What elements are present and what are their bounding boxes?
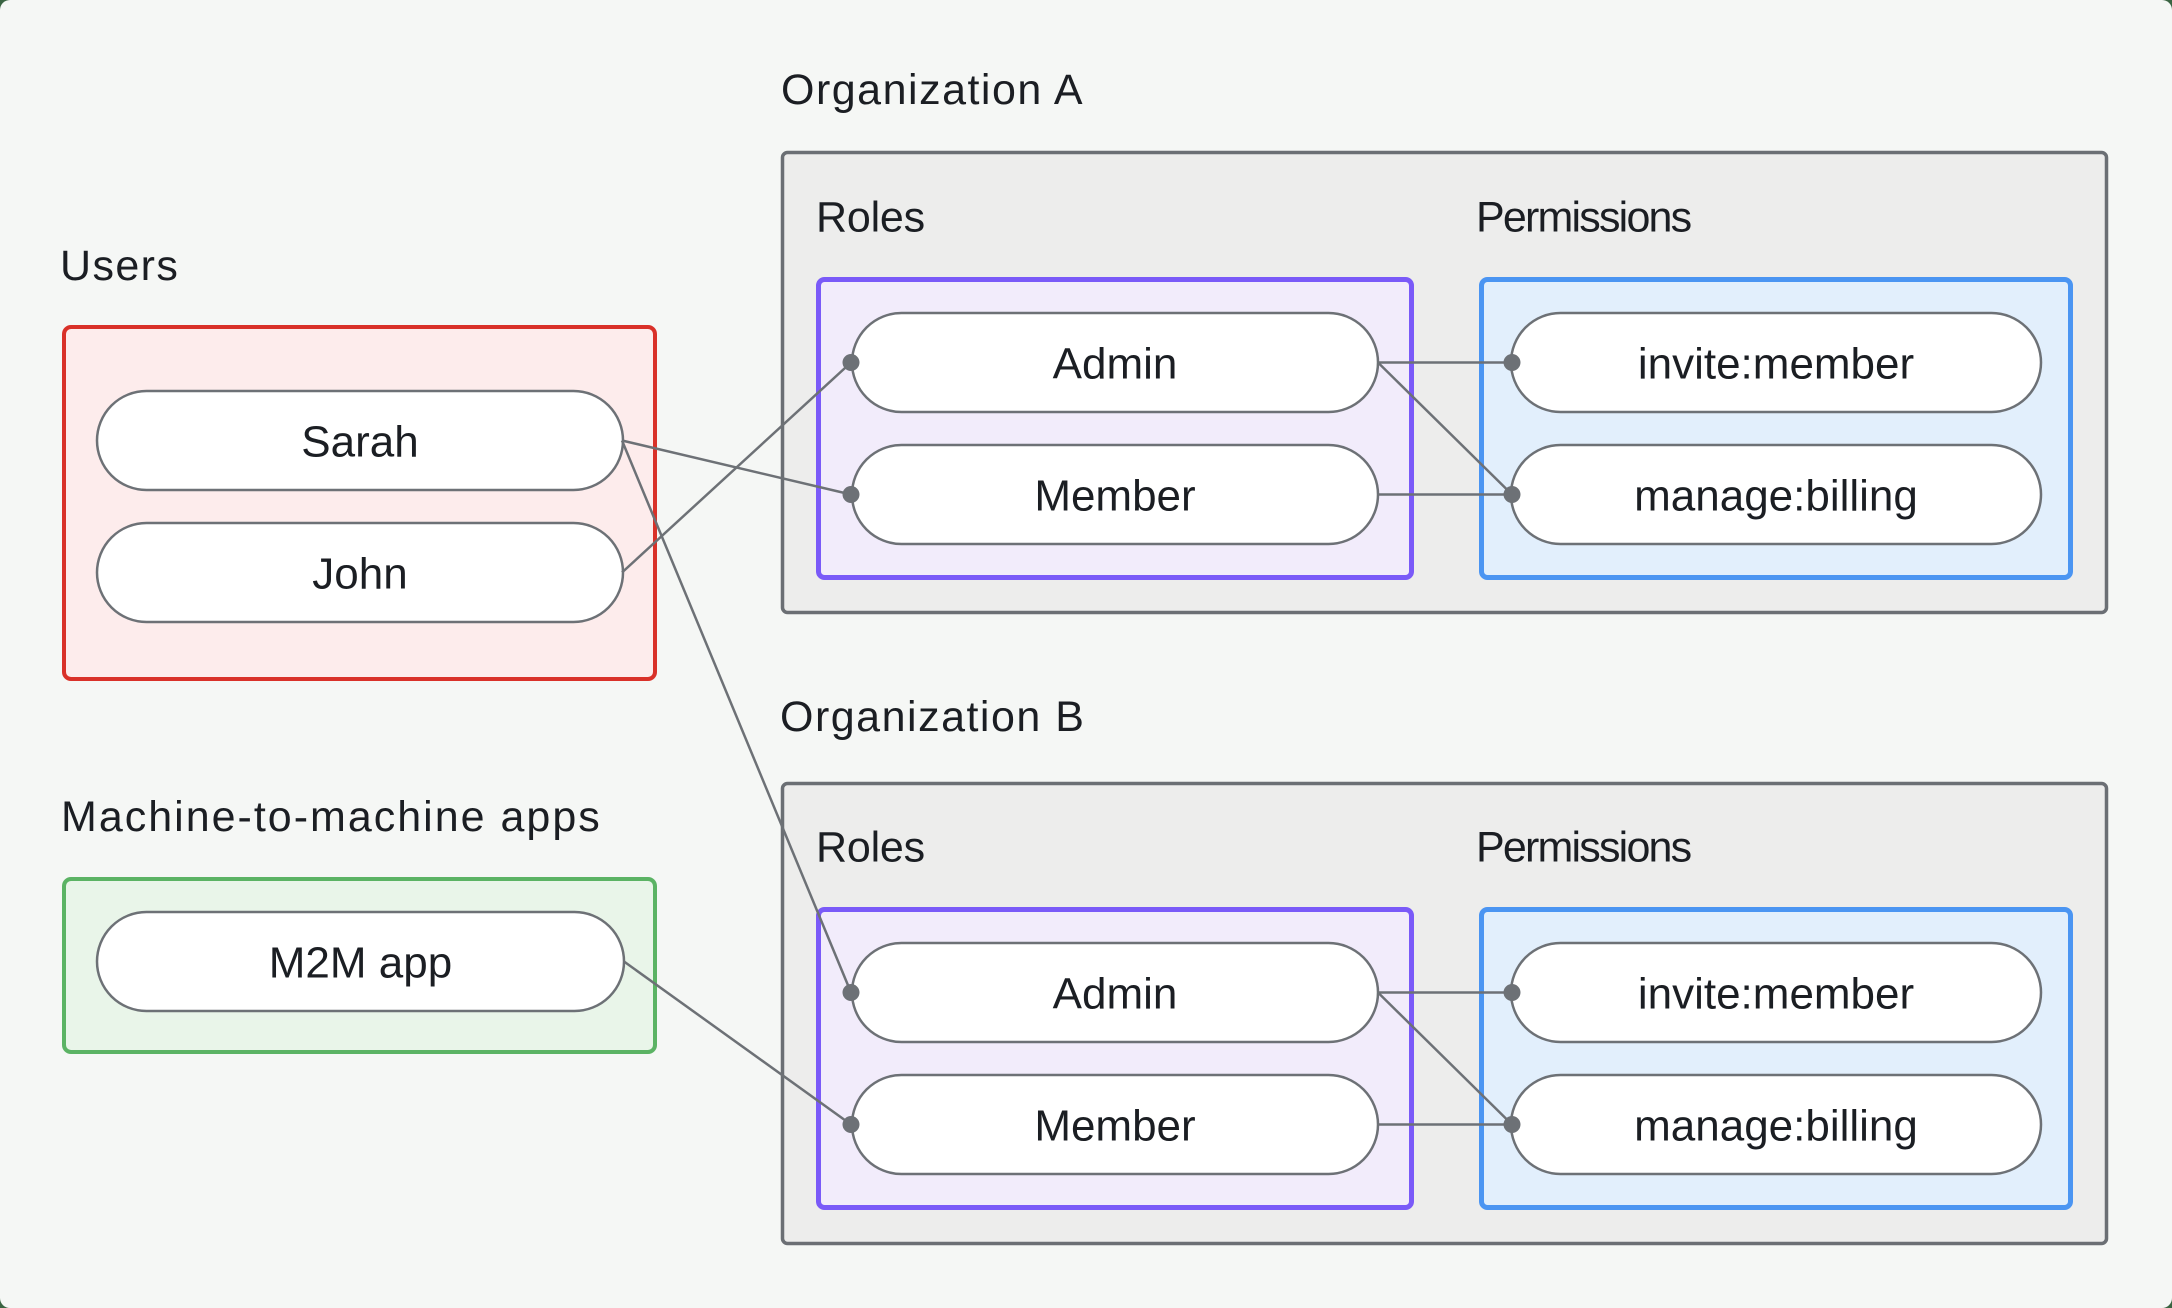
svg-text:Member: Member (1034, 472, 1195, 521)
svg-text:John: John (312, 550, 407, 599)
svg-text:Sarah: Sarah (301, 418, 418, 467)
svg-text:manage:billing: manage:billing (1634, 472, 1918, 521)
svg-text:Organization B: Organization B (780, 693, 1085, 741)
svg-text:Users: Users (60, 242, 179, 290)
svg-text:manage:billing: manage:billing (1634, 1102, 1918, 1151)
svg-text:Permissions: Permissions (1476, 194, 1691, 242)
svg-text:Member: Member (1034, 1102, 1195, 1151)
svg-text:M2M app: M2M app (269, 939, 452, 988)
svg-text:Admin: Admin (1053, 340, 1178, 389)
svg-text:Machine-to-machine apps: Machine-to-machine apps (61, 793, 602, 841)
svg-text:Admin: Admin (1053, 970, 1178, 1019)
svg-text:Permissions: Permissions (1476, 824, 1691, 872)
svg-text:invite:member: invite:member (1638, 340, 1914, 389)
svg-text:Roles: Roles (816, 824, 925, 872)
svg-text:Roles: Roles (816, 194, 925, 242)
svg-text:invite:member: invite:member (1638, 970, 1914, 1019)
svg-text:Organization A: Organization A (781, 66, 1084, 114)
